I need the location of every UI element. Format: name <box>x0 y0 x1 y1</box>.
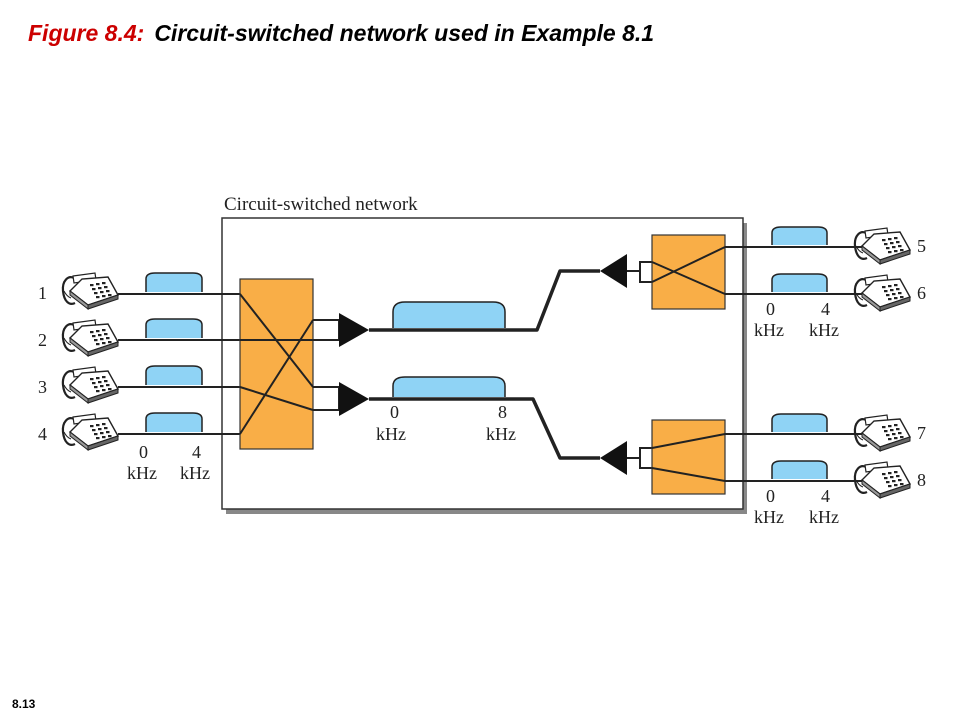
channel-band-7 <box>771 413 828 432</box>
left-switch <box>239 278 314 450</box>
channel-band-3 <box>145 365 203 385</box>
telephone-icon <box>61 271 120 311</box>
phone-label-2: 2 <box>38 330 47 350</box>
channel-freq-start: 0 <box>139 442 148 462</box>
channel-unit-end: kHz <box>180 463 210 483</box>
telephone-icon <box>853 413 912 453</box>
telephone-icon <box>61 365 120 405</box>
phone-label-4: 4 <box>38 424 47 444</box>
trunk-freq-start: 0 <box>390 402 399 422</box>
channel-unit-start: kHz <box>754 507 784 527</box>
channel-band-4 <box>145 412 203 432</box>
telephone-icon <box>853 226 912 266</box>
channel-unit-start: kHz <box>754 320 784 340</box>
figure-label: Figure 8.4: <box>28 20 145 46</box>
channel-freq-end: 4 <box>821 486 830 506</box>
phone-8[interactable] <box>853 460 912 500</box>
phone-label-8: 8 <box>917 470 926 490</box>
telephone-icon <box>853 273 912 313</box>
page-title: Figure 8.4: Circuit-switched network used… <box>28 20 654 47</box>
phone-6[interactable] <box>853 273 912 313</box>
trunk-lower <box>369 397 600 460</box>
telephone-icon <box>853 460 912 500</box>
phone-5[interactable] <box>853 226 912 266</box>
trunk-upper <box>369 269 600 332</box>
right-switch-upper <box>651 234 726 310</box>
phone-2[interactable] <box>61 318 120 358</box>
phone-label-7: 7 <box>917 423 926 443</box>
channel-freq-end: 4 <box>192 442 201 462</box>
channel-band-5 <box>771 226 828 245</box>
multiplexer-icon <box>339 382 369 416</box>
phone-7[interactable] <box>853 413 912 453</box>
trunk-band-lower <box>392 376 506 397</box>
channel-unit-end: kHz <box>809 507 839 527</box>
trunk-band-upper <box>392 301 506 328</box>
right-switch-crosspoints <box>651 246 726 482</box>
phone-label-3: 3 <box>38 377 47 397</box>
channel-freq-end: 4 <box>821 299 830 319</box>
channel-freq-start: 0 <box>766 299 775 319</box>
phone-1[interactable] <box>61 271 120 311</box>
channel-band-6 <box>771 273 828 292</box>
telephone-icon <box>61 412 120 452</box>
telephone-icon <box>61 318 120 358</box>
right-switch-lower <box>651 419 726 495</box>
channel-unit-end: kHz <box>809 320 839 340</box>
demultiplexer-icon <box>600 441 627 475</box>
network-label: Circuit-switched network <box>224 194 418 215</box>
demultiplexer-icon <box>600 254 627 288</box>
left-switch-crosspoints <box>239 293 314 435</box>
multiplexer-icon <box>339 313 369 347</box>
phone-label-6: 6 <box>917 283 926 303</box>
phone-label-1: 1 <box>38 283 47 303</box>
channel-unit-start: kHz <box>127 463 157 483</box>
phone-3[interactable] <box>61 365 120 405</box>
trunk-unit-end: kHz <box>486 424 516 444</box>
channel-band-8 <box>771 460 828 479</box>
figure-caption: Circuit-switched network used in Example… <box>154 20 655 46</box>
trunk-freq-end: 8 <box>498 402 507 422</box>
channel-freq-start: 0 <box>766 486 775 506</box>
trunk-unit-start: kHz <box>376 424 406 444</box>
phone-label-5: 5 <box>917 236 926 256</box>
channel-band-1 <box>145 272 203 292</box>
slide-number: 8.13 <box>12 697 36 711</box>
channel-band-2 <box>145 318 203 338</box>
phone-4[interactable] <box>61 412 120 452</box>
